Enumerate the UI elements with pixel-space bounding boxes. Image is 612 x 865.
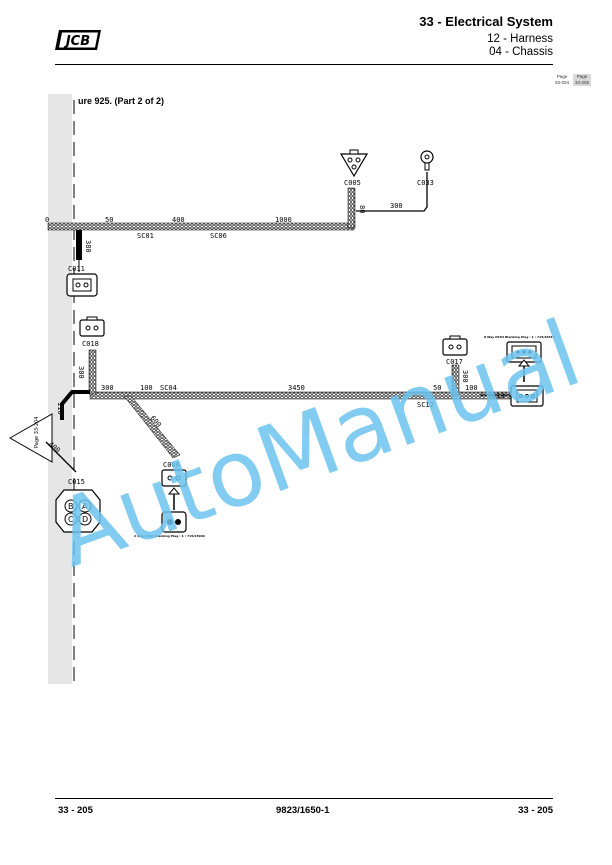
connector-c005[interactable] (339, 149, 369, 178)
len-bot-100: 100 (140, 384, 153, 392)
label-c017: C017 (446, 358, 463, 366)
header-rule (55, 64, 553, 65)
footer-doc-number: 9823/1650-1 (276, 805, 330, 816)
splice-sc01: SC01 (137, 232, 154, 240)
harness-bottom-left-bend (60, 390, 90, 420)
label-c033: C033 (417, 179, 434, 187)
footer-page-right: 33 - 205 (518, 805, 553, 816)
len-bot-110: 110 (56, 402, 64, 415)
harness-top-c033-wire (356, 172, 428, 212)
len-top-1000: 1000 (275, 216, 292, 224)
label-c013: C013 (488, 392, 505, 400)
label-c006: C006 (163, 461, 180, 469)
current-page-label: Page (576, 74, 588, 79)
footer-page-left: 33 - 205 (58, 805, 93, 816)
figure-title: ure 925. (Part 2 of 2) (78, 96, 165, 106)
subtitle-harness: 12 - Harness (487, 33, 553, 45)
subtitle-chassis: 04 - Chassis (489, 46, 553, 58)
pin-a: A (82, 502, 88, 511)
len-bot-300c: 300 (461, 370, 469, 383)
blanking-plug-8way-arrow (517, 359, 531, 382)
harness-bottom-c017-drop (451, 364, 460, 396)
connector-c017[interactable] (442, 335, 468, 356)
pin-b: B (68, 502, 74, 511)
pin-d: D (82, 515, 88, 524)
harness-top-c011-drop (76, 230, 82, 260)
len-top-300: 300 (390, 202, 403, 210)
prev-page-number: 33-204 (554, 80, 569, 85)
len-top-0: 0 (45, 216, 49, 224)
connector-c011[interactable] (66, 273, 98, 297)
harness-bottom-c006-branch (123, 395, 181, 459)
current-page-number: 33-205 (574, 80, 589, 85)
len-bot-100b: 100 (465, 384, 478, 392)
len-top-400: 400 (172, 216, 185, 224)
splice-sc06: SC06 (210, 232, 227, 240)
side-page-link[interactable]: Page 33-204 (8, 413, 53, 463)
label-c018: C018 (82, 340, 99, 348)
blanking-plug-8way-label: 8 Way DT04 Blanking Plug : 1 : 715/20314 (484, 335, 555, 339)
c015-wire (45, 441, 77, 473)
len-top-50: 50 (105, 216, 113, 224)
splice-sc04: SC04 (160, 384, 177, 392)
side-page-link-text: Page 33-204 (34, 417, 40, 448)
jcb-logo: JCB (55, 30, 101, 50)
section-subtitle: 12 - Harness 04 - Chassis (487, 33, 553, 59)
blanking-plug-2way-arrow (167, 487, 181, 510)
connector-c018[interactable] (79, 316, 105, 337)
blanking-plug-2way[interactable] (161, 511, 187, 533)
len-bot-300a: 300 (77, 366, 85, 379)
harness-top-c005-drop (347, 187, 356, 229)
harness-bottom-c018-drop (88, 349, 97, 395)
current-page-indicator: Page 33-205 (573, 74, 591, 86)
footer-rule (55, 798, 553, 799)
label-c011: C011 (68, 265, 85, 273)
len-bot-3450: 3450 (288, 384, 305, 392)
pin-c: C (68, 515, 74, 524)
connector-c033[interactable] (420, 150, 434, 171)
harness-bottom-main (89, 391, 511, 400)
len-bot-50: 50 (433, 384, 441, 392)
blanking-plug-8way[interactable] (506, 341, 542, 363)
connector-c013[interactable] (510, 385, 544, 407)
len-top-80: 80 (358, 205, 366, 213)
splice-sc12: SC12 (417, 401, 434, 409)
label-c005: C005 (344, 179, 361, 187)
prev-page-label: Page (556, 74, 568, 79)
blanking-plug-2way-label: 2 Way DT04 Blanking Plug : 1 : 715/23009 (134, 534, 205, 538)
harness-top-main (47, 222, 355, 231)
label-c015: C015 (68, 478, 85, 486)
len-bot-300: 300 (101, 384, 114, 392)
svg-text:JCB: JCB (63, 34, 90, 49)
connector-c006[interactable] (161, 469, 187, 487)
len-top-380: 380 (84, 240, 92, 253)
prev-page-link[interactable]: Page 33-204 (553, 74, 571, 86)
connector-c015[interactable]: B A C D (55, 489, 101, 533)
side-strip (48, 94, 72, 684)
section-title: 33 - Electrical System (419, 14, 553, 29)
